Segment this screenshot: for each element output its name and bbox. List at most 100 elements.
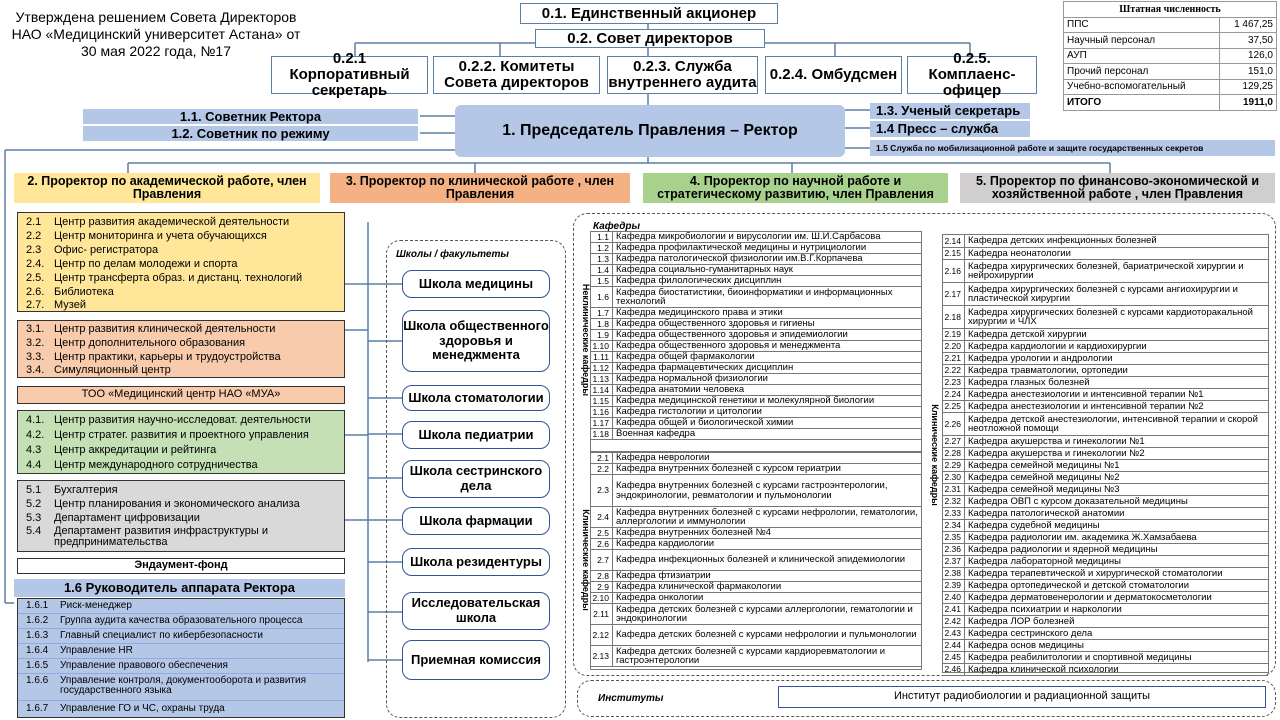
list-item[interactable]: 2.7.Музей xyxy=(26,298,86,311)
advisor-rector-box[interactable]: 1.1. Советник Ректора xyxy=(83,109,418,124)
admissions-committee[interactable]: Приемная комиссия xyxy=(402,640,550,680)
vice-rector-finance-box[interactable]: 5. Проректор по финансово-экономической … xyxy=(960,173,1275,203)
chairman-rector-box[interactable]: 1. Председатель Правления – Ректор xyxy=(455,105,845,157)
vice-rector-academic-box[interactable]: 2. Проректор по академической работе, чл… xyxy=(14,173,320,203)
school-public-health[interactable]: Школа общественного здоровья и менеджмен… xyxy=(402,310,550,372)
list-item[interactable]: 3.1.Центр развития клинической деятельно… xyxy=(26,322,276,335)
compliance-officer-box[interactable]: 0.2.5. Комплаенс-офицер xyxy=(907,51,1037,98)
school-pharmacy[interactable]: Школа фармации xyxy=(402,507,550,535)
scientific-secretary-box[interactable]: 1.3. Ученый секретарь xyxy=(870,103,1030,119)
school-nursing[interactable]: Школа сестринского дела xyxy=(402,460,550,498)
list-item[interactable]: 2.5.Центр трансферта образ. и дистанц. т… xyxy=(26,271,303,284)
list-item[interactable]: 4.1.Центр развития научно-исследоват. де… xyxy=(26,414,311,426)
radiobiology-institute-box[interactable]: Институт радиобиологии и радиационной за… xyxy=(778,686,1266,708)
press-service-box[interactable]: 1.4 Пресс – служба xyxy=(870,121,1030,137)
internal-audit-box[interactable]: 0.2.3. Служба внутреннего аудита xyxy=(607,56,758,94)
list-item[interactable]: 4.2.Центр стратег. развития и проектного… xyxy=(26,429,309,441)
mobilization-service-box[interactable]: 1.5 Служба по мобилизационной работе и з… xyxy=(870,140,1275,156)
sole-shareholder-box[interactable]: 0.1. Единственный акционер xyxy=(520,3,778,24)
ombudsman-box[interactable]: 0.2.4. Омбудсмен xyxy=(765,56,902,94)
chief-of-staff-box[interactable]: 1.6 Руководитель аппарата Ректора xyxy=(14,579,345,597)
school-residency[interactable]: Школа резидентуры xyxy=(402,548,550,576)
school-pediatrics[interactable]: Школа педиатрии xyxy=(402,421,550,449)
vice-rector-research-box[interactable]: 4. Проректор по научной работе и стратег… xyxy=(643,173,948,203)
school-dentistry[interactable]: Школа стоматологии xyxy=(402,385,550,411)
vice-rector-clinical-box[interactable]: 3. Проректор по клинической работе , чле… xyxy=(330,173,630,203)
medical-center-llp-box[interactable]: ТОО «Медицинский центр НАО «МУА» xyxy=(17,386,345,404)
school-medicine[interactable]: Школа медицины xyxy=(402,270,550,298)
board-of-directors-box[interactable]: 0.2. Совет директоров xyxy=(535,29,765,48)
list-item[interactable]: 2.6.Библиотека xyxy=(26,285,114,298)
list-item[interactable]: 3.3.Центр практики, карьеры и трудоустро… xyxy=(26,350,281,363)
list-item[interactable]: 2.4.Центр по делам молодежи и спорта xyxy=(26,257,238,270)
list-item[interactable]: 3.2.Центр дополнительного образования xyxy=(26,336,246,349)
school-research[interactable]: Исследовательская школа xyxy=(402,592,550,630)
